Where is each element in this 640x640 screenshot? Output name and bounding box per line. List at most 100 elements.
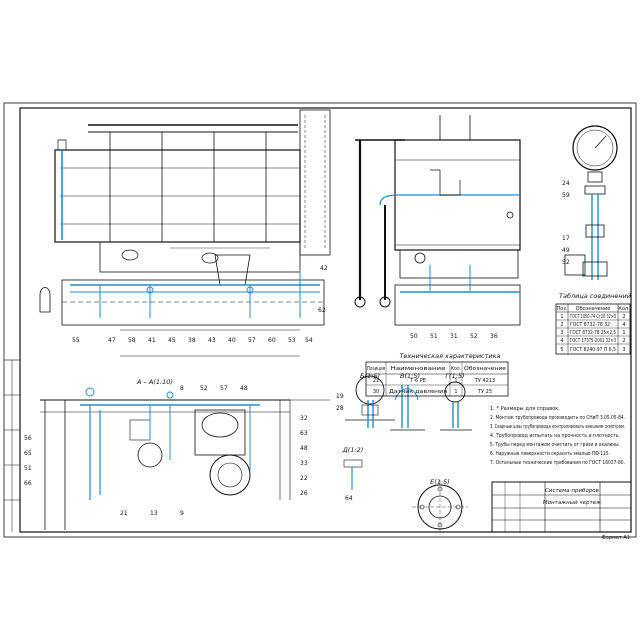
svg-text:Наименование: Наименование [391, 366, 446, 372]
note-line: 3. Сварные швы трубопровода контролирова… [490, 424, 625, 430]
callout-label: 36 [490, 333, 498, 340]
svg-text:2: 2 [560, 322, 563, 328]
callout-label: 40 [228, 337, 236, 344]
svg-text:30: 30 [373, 389, 379, 395]
callout-label: 63 [300, 430, 308, 437]
callout-label: 13 [150, 510, 158, 517]
spec-row: 5 ГОСТ 8240-97 П 6,5 3 [560, 347, 625, 353]
callout-label: 21 [120, 510, 128, 517]
note-line: 4. Трубопровод испытать на прочность и п… [490, 433, 620, 439]
section-a-title: А – А(1:10) [136, 378, 173, 386]
callout-label: 65 [24, 450, 32, 457]
svg-text:ГОСТ 8240-97 П 6,5: ГОСТ 8240-97 П 6,5 [570, 347, 616, 353]
callout-label: 42 [320, 265, 328, 272]
note-line: 6. Наружные поверхности окрасить эмалью … [490, 451, 610, 457]
callout-label: 28 [336, 405, 344, 412]
spec-header-qty: Кол. [618, 306, 630, 312]
callout-label: 32 [300, 415, 308, 422]
callout-label: 24 [562, 180, 570, 187]
callout-label: 51 [24, 465, 32, 472]
svg-text:1: 1 [454, 389, 457, 395]
svg-text:ГОСТ 1050-74 Ст20 32×3: ГОСТ 1050-74 Ст20 32×3 [570, 314, 616, 320]
callout-label: 17 [562, 235, 570, 242]
callout-label: 54 [305, 337, 313, 344]
svg-text:3: 3 [560, 330, 563, 336]
callout-label: 48 [240, 385, 248, 392]
svg-text:2: 2 [622, 314, 625, 320]
callout-label: 60 [268, 337, 276, 344]
callout-label: 56 [24, 435, 32, 442]
detail-view-d: Г(1:5) [440, 372, 472, 431]
callout-label: 41 [148, 337, 156, 344]
spec-table-title: Таблица соединений [559, 292, 631, 300]
svg-text:5: 5 [560, 347, 563, 353]
svg-text:Г(1:5): Г(1:5) [445, 372, 464, 380]
svg-text:21: 21 [373, 378, 379, 384]
svg-text:ТУ 25: ТУ 25 [477, 389, 492, 395]
callout-label: 55 [72, 337, 80, 344]
spec-header-pos: Поз. [556, 306, 567, 312]
note-line: 1. * Размеры для справок. [490, 406, 560, 412]
technical-notes: 1. * Размеры для справок. 2. Монтаж труб… [490, 406, 625, 466]
spec-row: 2 ГОСТ 8732-78 32 4 [556, 322, 630, 329]
callout-label: 22 [300, 475, 308, 482]
svg-text:В(1:5): В(1:5) [400, 372, 420, 380]
callout-label: 19 [336, 393, 344, 400]
callout-label: 52 [562, 259, 570, 266]
spec-row: 4 ГОСТ 17375-2001 32×3 2 [556, 338, 630, 345]
svg-text:Техническая характеристика: Техническая характеристика [399, 352, 500, 360]
left-margin-strip [4, 359, 20, 532]
callout-label: 26 [300, 490, 308, 497]
svg-text:4: 4 [560, 338, 563, 344]
detail-view-b: Б(1:5) [345, 372, 395, 428]
spec-row: 3 ГОСТ 8732-78 25×2,5 1 [556, 330, 630, 337]
detail-view-c: В(1:5) [390, 372, 425, 431]
main-elevation-view [39, 109, 331, 357]
callout-label: 47 [108, 337, 116, 344]
svg-text:ГОСТ 17375-2001 32×3: ГОСТ 17375-2001 32×3 [570, 338, 616, 344]
callout-label: 52 [200, 385, 208, 392]
callout-label: 9 [180, 510, 184, 517]
callout-label: 66 [24, 480, 32, 487]
callout-label: 53 [288, 337, 296, 344]
callout-label: 57 [220, 385, 228, 392]
callout-label: 8 [180, 385, 184, 392]
svg-text:2: 2 [622, 338, 625, 344]
svg-text:Д(1:2): Д(1:2) [342, 446, 364, 454]
section-a-view: А – А(1:10) [40, 378, 330, 530]
callout-label: 38 [188, 337, 196, 344]
note-line: 2. Монтаж трубопровода производить по СН… [490, 415, 625, 421]
sheet-format-label: Формат А1 [602, 535, 630, 541]
callout-label: 43 [208, 337, 216, 344]
svg-text:Кол.: Кол. [451, 366, 461, 372]
callout-label: 62 [318, 307, 326, 314]
svg-text:ГОСТ 8732-78 32: ГОСТ 8732-78 32 [570, 322, 610, 328]
title-block: Система приборов Монтажный чертеж Формат… [491, 481, 632, 541]
svg-text:Позиция: Позиция [367, 366, 385, 372]
callout-label: 31 [450, 333, 458, 340]
callout-label: 52 [470, 333, 478, 340]
flange-detail-view: Е(1:5) [412, 478, 468, 534]
callout-label: 57 [248, 337, 256, 344]
callout-label: 64 [345, 495, 353, 502]
gauge-detail-view [564, 125, 618, 280]
sheet-inner-frame [19, 107, 632, 533]
callout-label: 48 [300, 445, 308, 452]
callout-label: 58 [128, 337, 136, 344]
equipment-row: 21 Т-6 РЕ 1 ТУ 4213 [373, 378, 495, 384]
detail-view-e: Д(1:2) [342, 446, 364, 490]
callout-label: 49 [562, 247, 570, 254]
title-block-subtitle: Монтажный чертеж [543, 500, 601, 506]
svg-text:4: 4 [622, 322, 625, 328]
side-elevation-view [354, 115, 521, 326]
equipment-table: Техническая характеристика Позиция Наиме… [365, 352, 509, 397]
svg-text:1: 1 [454, 378, 457, 384]
gauge-icon [572, 125, 618, 171]
svg-text:ТУ 4213: ТУ 4213 [474, 378, 495, 384]
equipment-row: 30 Датчик давления 1 ТУ 25 [373, 389, 492, 395]
svg-text:1: 1 [622, 330, 625, 336]
spec-table: Таблица соединений Поз. Обозначение Кол.… [555, 292, 631, 355]
spec-header-designation: Обозначение [576, 306, 611, 312]
svg-text:3: 3 [622, 347, 625, 353]
